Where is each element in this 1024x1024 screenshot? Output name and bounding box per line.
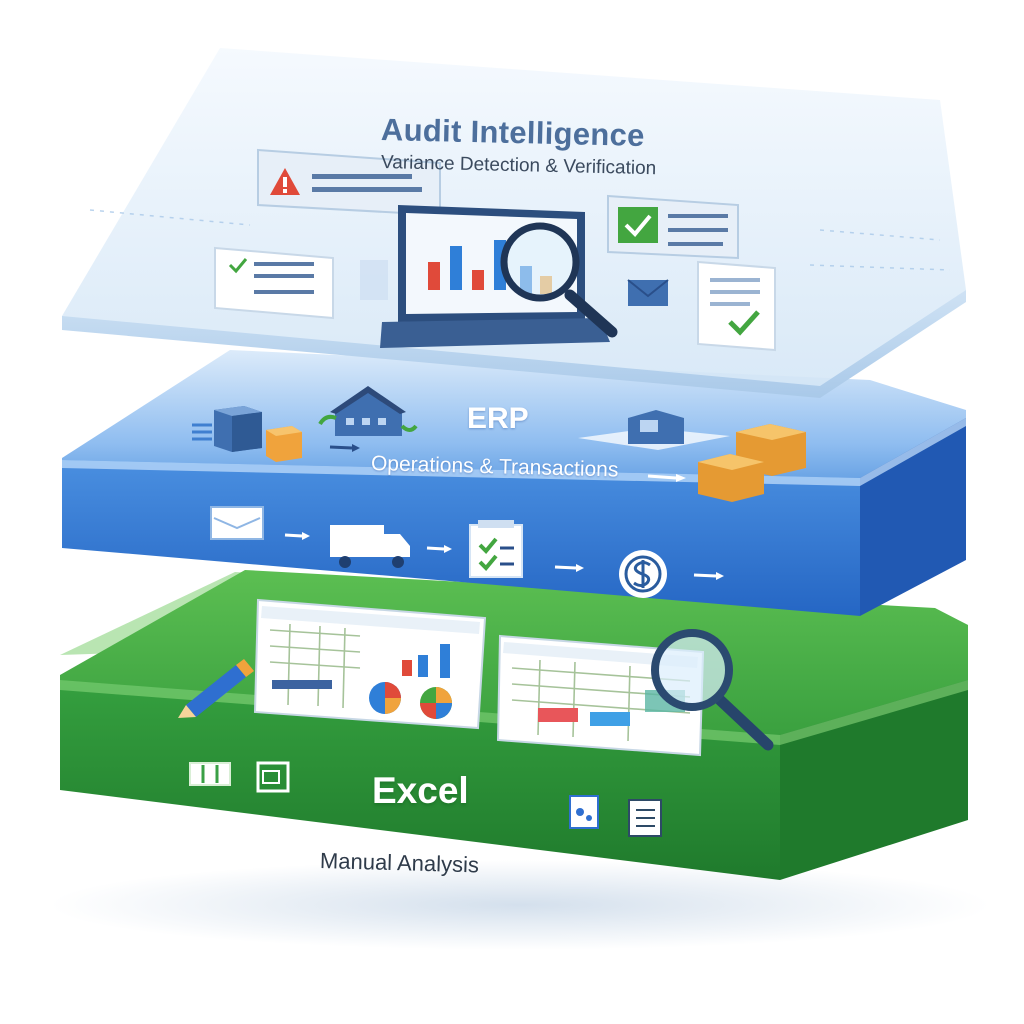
package-icon — [698, 424, 806, 502]
arrow-icon — [647, 474, 686, 482]
erp-layer-highlight — [62, 418, 966, 486]
arrow-icon — [554, 564, 584, 572]
excel-layer — [60, 570, 968, 880]
image-file-icon — [569, 795, 599, 829]
audit-layer — [62, 48, 966, 398]
arrow-icon — [329, 444, 360, 452]
magnifier-icon — [500, 222, 618, 338]
excel-layer-title: Excel — [372, 770, 469, 811]
warehouse-icon — [578, 410, 730, 450]
spreadsheet-icon — [189, 762, 231, 786]
magnifier-icon — [651, 629, 774, 751]
list-icon — [628, 799, 662, 837]
ground-shadow — [50, 860, 990, 950]
document-icon — [210, 506, 264, 540]
truck-icon — [330, 525, 410, 568]
erp-layer-title: ERP — [467, 402, 529, 435]
warehouse-icon — [318, 386, 418, 436]
excel-layer-subtitle: Manual Analysis — [319, 848, 480, 878]
pie-chart-icon — [369, 682, 452, 719]
image-file-icon — [256, 761, 290, 793]
checkmark-icon — [607, 194, 739, 260]
checklist-icon — [214, 246, 334, 320]
boxes-icon — [192, 406, 302, 462]
checklist-icon — [697, 260, 776, 352]
dollar-icon — [619, 550, 667, 598]
erp-layer — [62, 350, 966, 616]
pencil-icon — [178, 659, 254, 718]
envelope-icon — [627, 279, 669, 306]
audit-layer-title: Audit Intelligence — [380, 112, 646, 153]
arrow-icon — [284, 532, 310, 540]
audit-layer-edge — [62, 290, 966, 398]
arrow-icon — [426, 545, 452, 553]
arrow-icon — [693, 572, 724, 580]
clipboard-check-icon — [469, 520, 523, 578]
